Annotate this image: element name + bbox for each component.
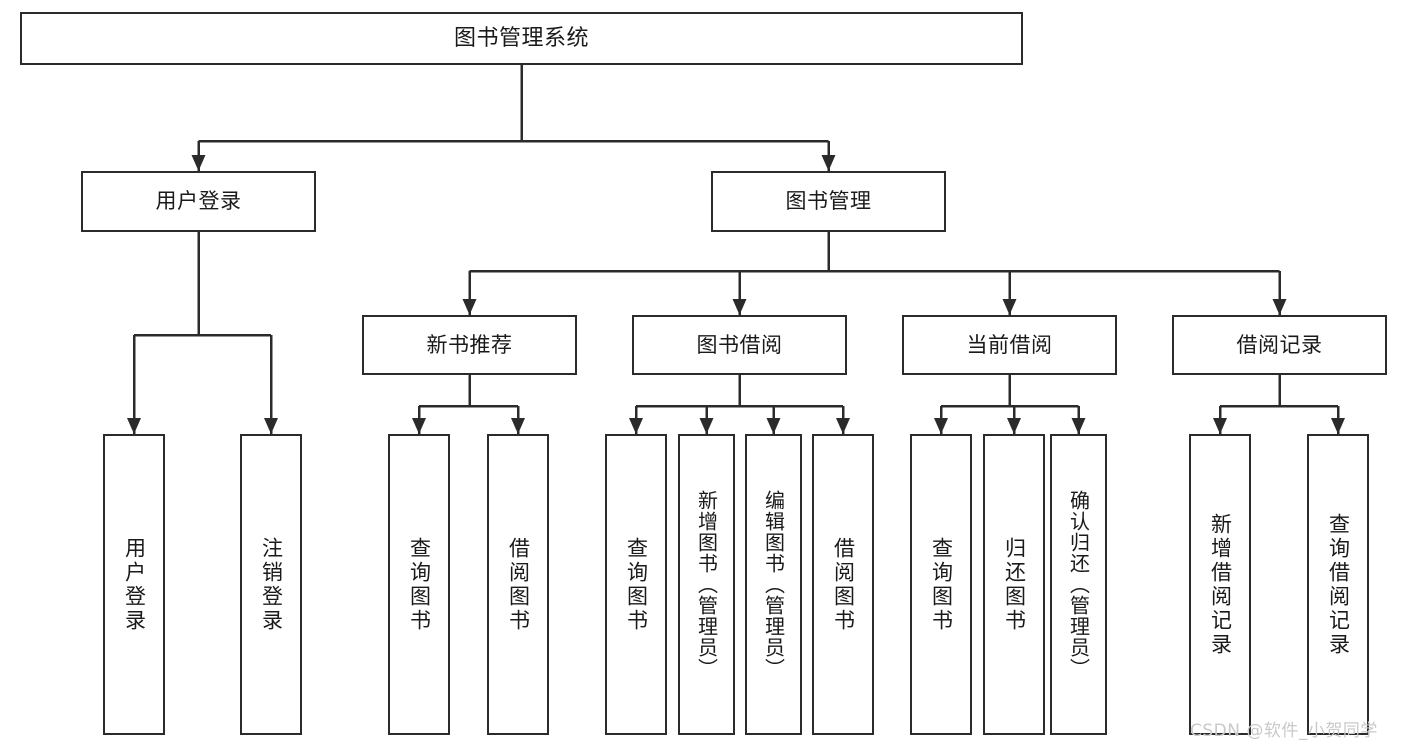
node-borrow-record[interactable]: 借阅记录	[1172, 315, 1387, 375]
node-label: 当前借阅	[966, 332, 1053, 357]
node-leaf-query-book-1[interactable]: 查询图书	[388, 434, 450, 735]
node-leaf-query-borrow-record[interactable]: 查询借阅记录	[1307, 434, 1369, 735]
node-label: 查询图书	[407, 536, 432, 633]
node-label: 图书管理	[785, 189, 872, 214]
node-label: 新增借阅记录	[1208, 512, 1233, 657]
node-label: 编辑图书（管理员）	[761, 490, 786, 679]
node-current-borrow[interactable]: 当前借阅	[902, 315, 1117, 375]
node-label: 用户登录	[122, 536, 147, 633]
node-leaf-user-login[interactable]: 用户登录	[103, 434, 165, 735]
node-label: 借阅图书	[506, 536, 531, 633]
node-label: 注销登录	[259, 536, 284, 633]
csdn-watermark: CSDN @软件_小贺同学	[1190, 721, 1378, 741]
node-new-book-recommend[interactable]: 新书推荐	[362, 315, 577, 375]
node-leaf-query-book-2[interactable]: 查询图书	[605, 434, 667, 735]
node-label: 借阅记录	[1236, 332, 1323, 357]
node-label: 归还图书	[1002, 536, 1027, 633]
node-label: 用户登录	[155, 189, 242, 214]
node-leaf-edit-book-admin[interactable]: 编辑图书（管理员）	[745, 434, 802, 735]
node-book-manage[interactable]: 图书管理	[711, 171, 946, 232]
node-leaf-borrow-book-2[interactable]: 借阅图书	[812, 434, 874, 735]
node-label: 新书推荐	[426, 332, 513, 357]
node-leaf-confirm-return-admin[interactable]: 确认归还（管理员）	[1050, 434, 1107, 735]
node-label: 新增图书（管理员）	[694, 490, 719, 679]
node-label: 查询图书	[929, 536, 954, 633]
node-leaf-borrow-book-1[interactable]: 借阅图书	[487, 434, 549, 735]
node-leaf-return-book[interactable]: 归还图书	[983, 434, 1045, 735]
node-leaf-query-book-3[interactable]: 查询图书	[910, 434, 972, 735]
node-label: 图书借阅	[696, 332, 783, 357]
node-root[interactable]: 图书管理系统	[20, 12, 1023, 65]
node-book-borrow[interactable]: 图书借阅	[632, 315, 847, 375]
node-leaf-add-book-admin[interactable]: 新增图书（管理员）	[678, 434, 735, 735]
node-label: 确认归还（管理员）	[1066, 490, 1091, 679]
node-leaf-logout[interactable]: 注销登录	[240, 434, 302, 735]
node-user-login[interactable]: 用户登录	[81, 171, 316, 232]
node-label: 借阅图书	[831, 536, 856, 633]
node-label: 查询图书	[624, 536, 649, 633]
node-label: 查询借阅记录	[1326, 512, 1351, 657]
node-label: 图书管理系统	[453, 25, 589, 51]
node-leaf-add-borrow-record[interactable]: 新增借阅记录	[1189, 434, 1251, 735]
